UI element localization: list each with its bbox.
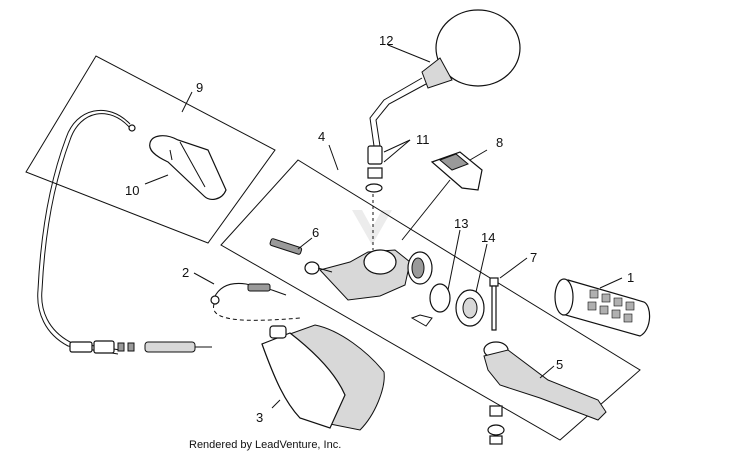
callout-11: 11 <box>416 132 430 147</box>
leader-lines <box>144 44 623 409</box>
group-frame-4 <box>220 159 641 441</box>
callout-13: 13 <box>454 216 468 231</box>
lever-part-5 <box>483 341 607 445</box>
callout-12: 12 <box>379 33 393 48</box>
callout-3: 3 <box>256 410 263 425</box>
callout-2: 2 <box>182 265 189 280</box>
callout-5: 5 <box>556 357 563 372</box>
washer-part-13 <box>410 283 451 327</box>
lever-bracket-part-4 <box>319 249 433 301</box>
washer-part-14 <box>455 289 485 327</box>
group-frame-9 <box>25 55 276 244</box>
cable-part-2 <box>210 282 301 321</box>
callout-1: 1 <box>627 270 634 285</box>
callout-7: 7 <box>530 250 537 265</box>
render-credit: Rendered by LeadVenture, Inc. <box>189 439 342 451</box>
rubber-boot-part-10 <box>149 135 227 200</box>
callout-6: 6 <box>312 225 319 240</box>
switch-part-8 <box>401 151 483 241</box>
callout-8: 8 <box>496 135 503 150</box>
callout-4: 4 <box>318 129 325 144</box>
callout-14: 14 <box>481 230 495 245</box>
hand-guard-part-3 <box>261 324 385 431</box>
nut-part-11 <box>365 167 383 250</box>
watermark-logo <box>352 210 392 245</box>
cable-part-9 <box>37 109 212 355</box>
callout-10: 10 <box>125 183 139 198</box>
bolt-part-7 <box>489 277 499 331</box>
screw-part-6 <box>269 238 333 275</box>
grip-part-1 <box>554 278 651 337</box>
mirror-part-12 <box>367 9 521 165</box>
callout-9: 9 <box>196 80 203 95</box>
